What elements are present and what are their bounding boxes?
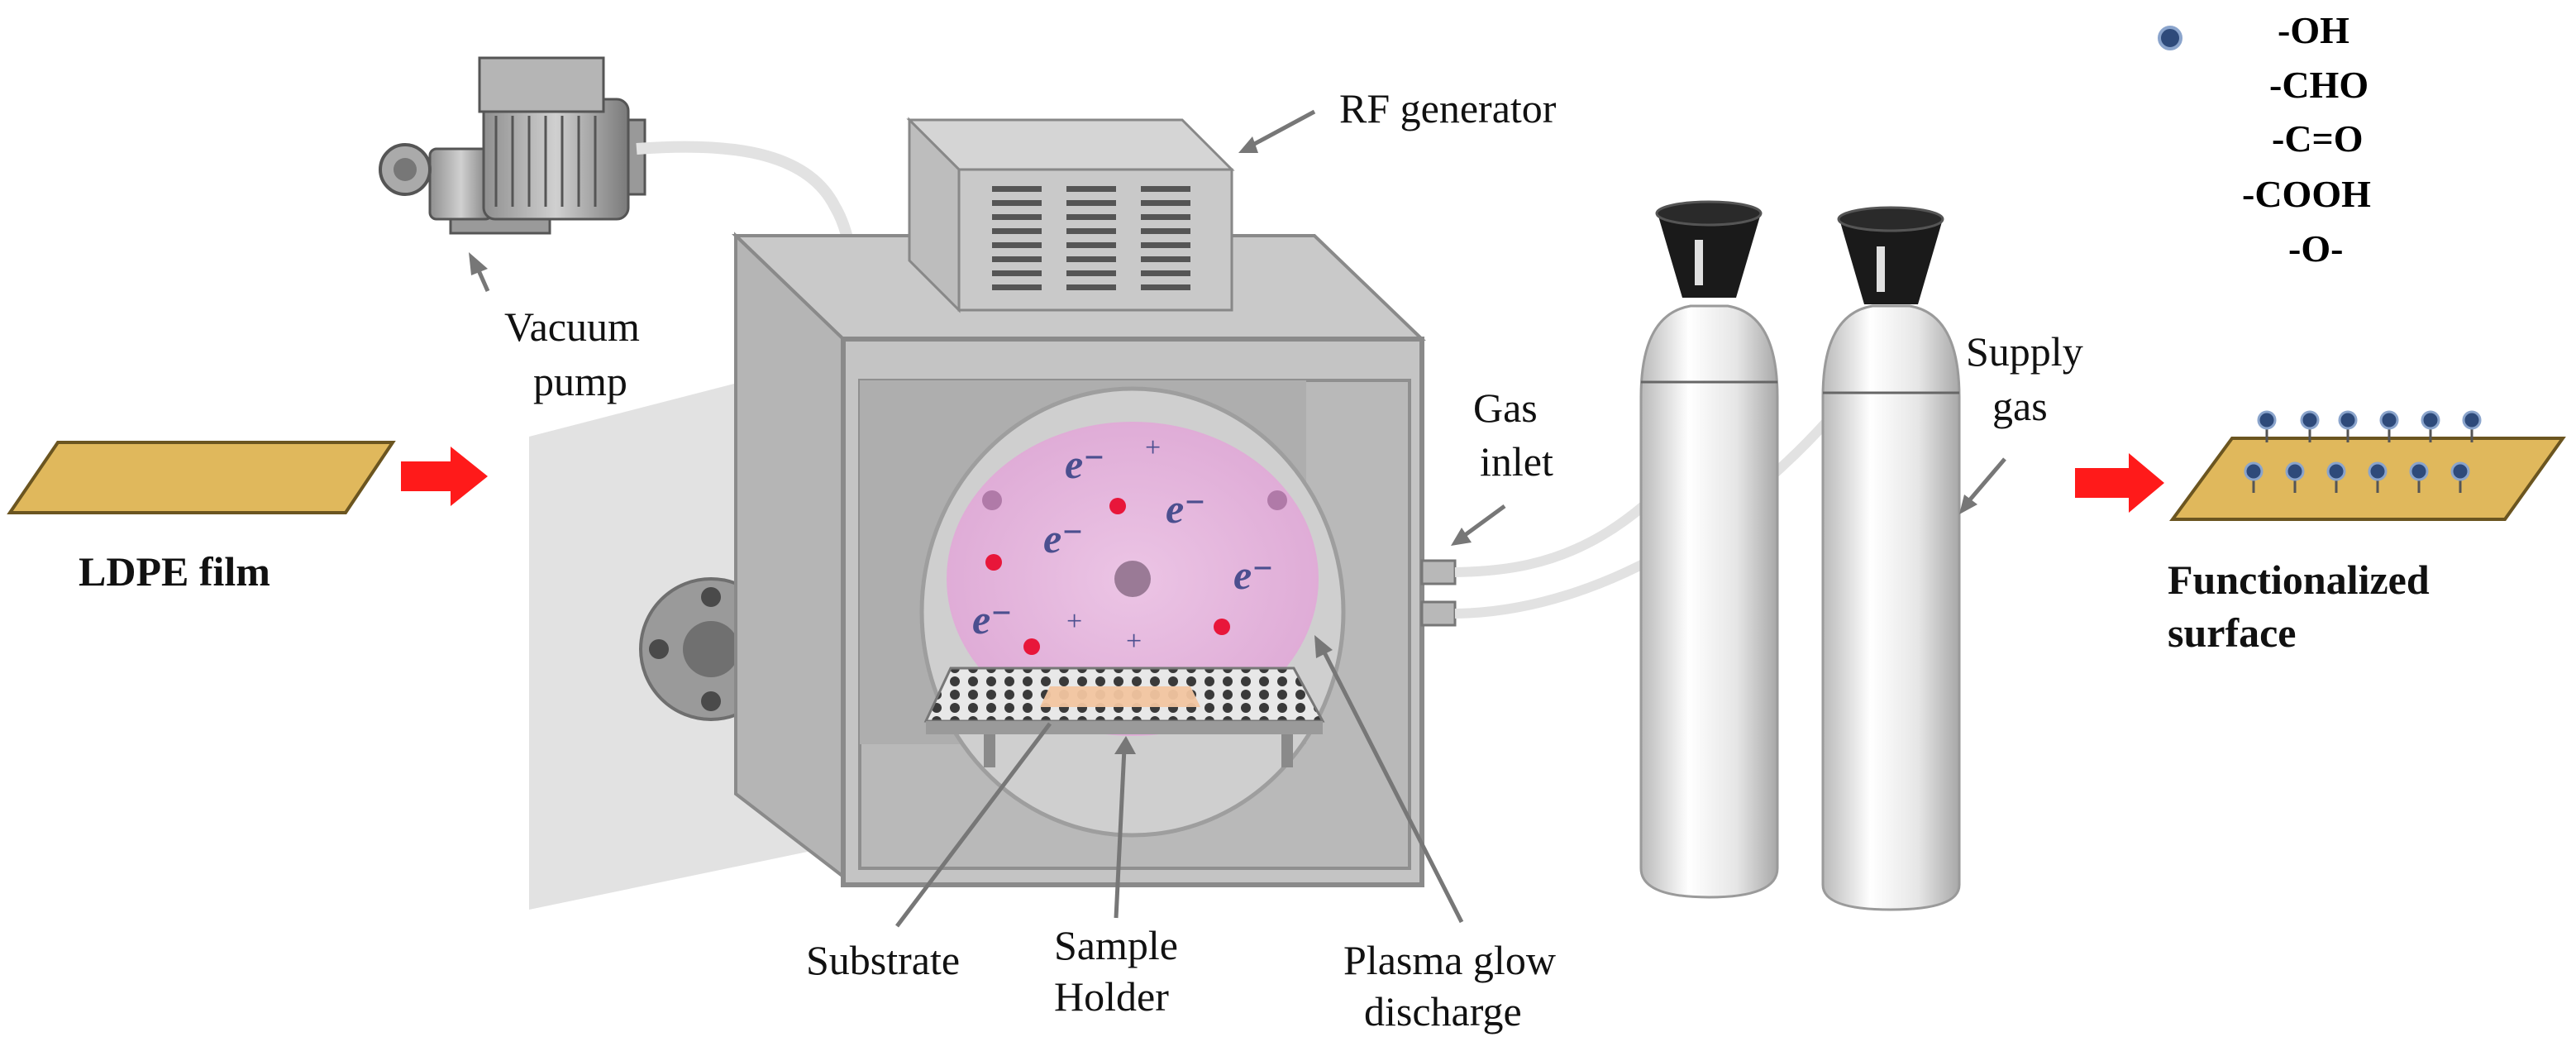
gas-inlet-ports [1420,559,1457,627]
electron-label: e⁻ [972,596,1013,643]
functional-group-co: -C=O [2272,117,2364,160]
functional-group-oh: -OH [2278,9,2349,51]
functional-group-legend-icon [2158,26,2182,50]
functional-group-cho: -CHO [2269,64,2368,106]
arrow-right-icon [2075,453,2164,513]
gas-inlet-label-2: inlet [1480,438,1553,485]
gas-cylinder [1639,200,1779,899]
functional-group-cooh: -COOH [2242,173,2371,215]
gas-inlet-pointer [1460,504,1506,540]
supply-gas-pointer-head [1959,495,1977,514]
plasma-species: e⁻ e⁻ e⁻ e⁻ e⁻ + + + [972,432,1274,657]
electron-label: e⁻ [1233,552,1274,598]
sample-holder-label-2: Holder [1054,973,1169,1020]
electron-label: e⁻ [1065,441,1105,487]
vacuum-pump [379,56,646,235]
functionalized-label-2: surface [2168,609,2297,656]
plasma-pointer [1320,647,1464,924]
vacuum-pump-label-1: Vacuum [504,303,640,350]
electron-label: e⁻ [1043,515,1084,561]
supply-gas-pointer [1964,457,2006,506]
substrate [1040,686,1200,707]
rf-generator-label: RF generator [1339,85,1557,131]
ion-label: + [1145,432,1161,463]
ion-label: + [1126,626,1142,657]
supply-gas-label-2: gas [1992,383,2048,429]
plasma-label-1: Plasma glow [1343,937,1556,983]
plasma-label-2: discharge [1364,988,1522,1034]
arrow-right-icon [401,447,488,506]
gas-inlet-label-1: Gas [1473,385,1538,431]
sample-holder-label-1: Sample [1054,922,1178,968]
rf-generator-pointer [1247,109,1316,150]
gas-cylinder [1821,206,1961,911]
sample-holder-pointer [1114,748,1127,919]
ldpe-film-label: LDPE film [79,548,270,595]
substrate-label: Substrate [806,937,960,983]
rf-generator-pointer-head [1238,136,1258,153]
supply-gas-label-1: Supply [1966,328,2083,375]
ion-label: + [1066,606,1082,637]
functionalized-surface [2169,437,2566,521]
sample-holder-pointer-head [1114,736,1136,754]
plasma-glow [947,422,1319,736]
functional-group-o: -O- [2288,227,2343,270]
functional-group-markers [2244,410,2482,493]
vacuum-pump-pointer-head [469,252,488,275]
substrate-pointer [895,722,1052,928]
rf-generator [906,117,1235,313]
vacuum-pump-label-2: pump [533,358,627,404]
functionalized-label-1: Functionalized [2168,557,2430,603]
ldpe-film [7,441,396,514]
plasma-pointer-head [1314,635,1333,658]
gas-inlet-pointer-head [1451,528,1472,546]
electron-label: e⁻ [1166,485,1206,532]
